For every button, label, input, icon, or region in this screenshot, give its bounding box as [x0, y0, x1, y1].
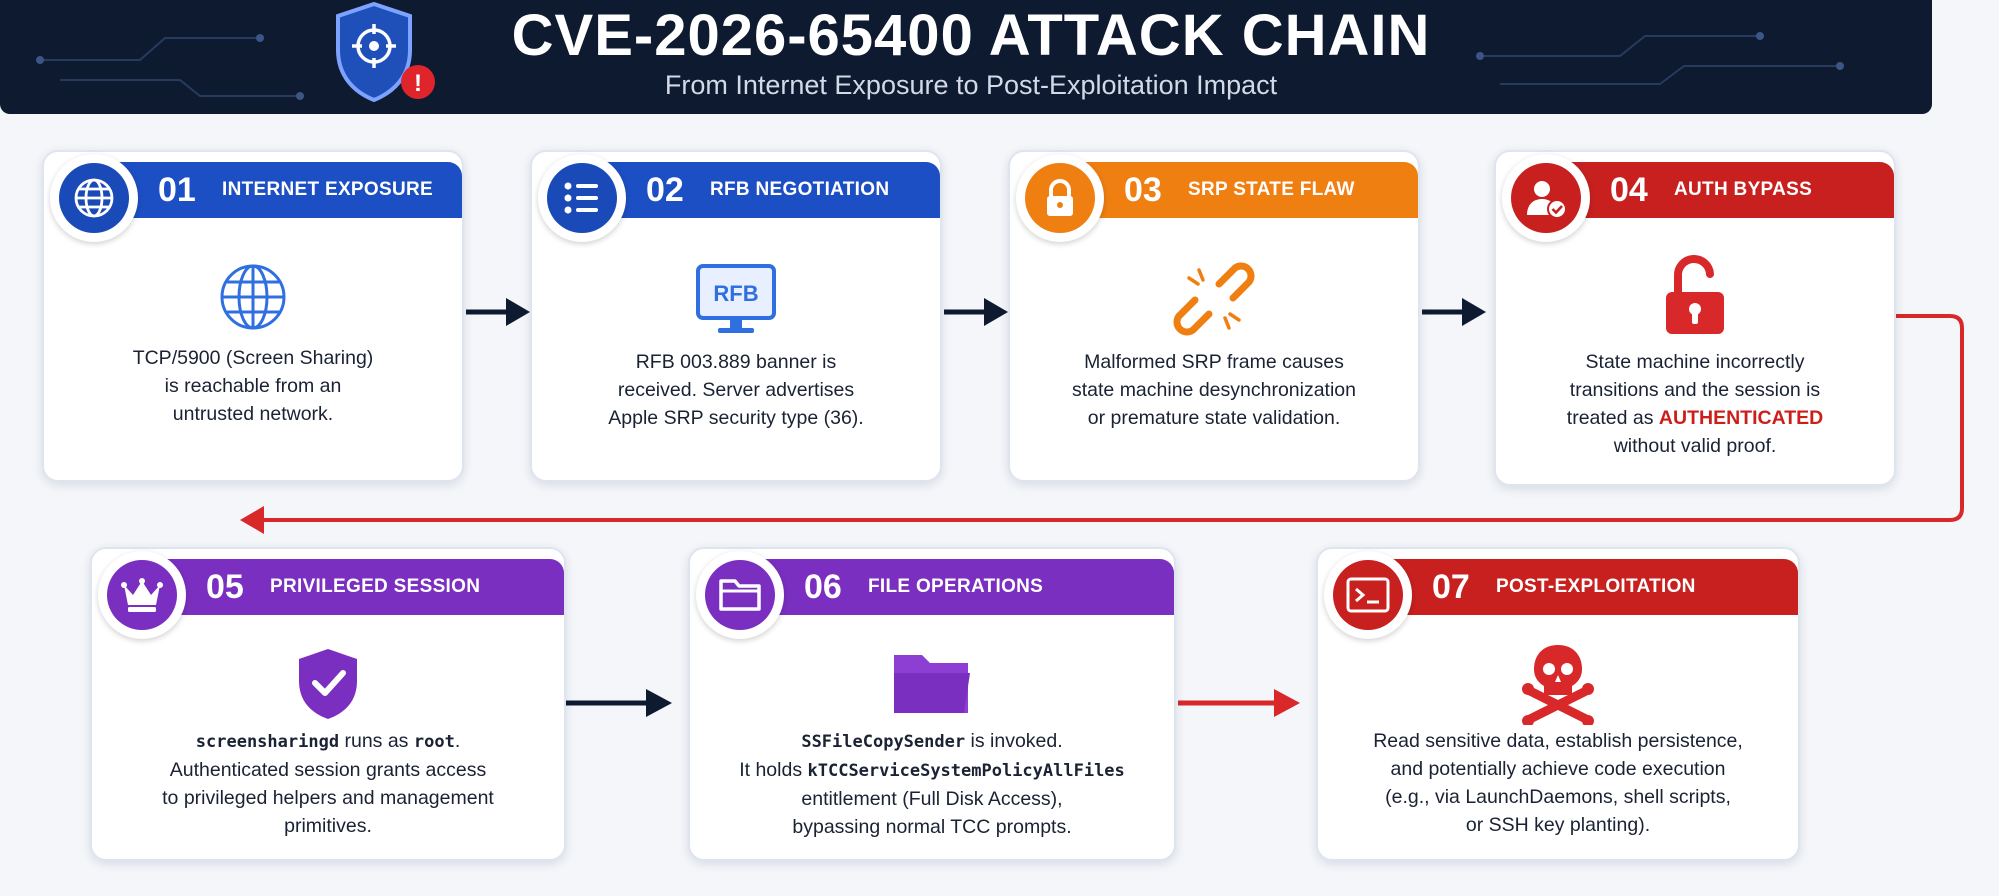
page-subtitle: From Internet Exposure to Post-Exploitat…	[664, 70, 1278, 100]
arrow-03-04	[1422, 298, 1486, 326]
skull-crossbones-icon	[1318, 641, 1798, 725]
monitor-rfb-icon: RFB	[532, 262, 940, 338]
step-card-07: 07 POST-EXPLOITATION Read sensitive data…	[1316, 547, 1800, 861]
step-description: Read sensitive data, establish persisten…	[1373, 730, 1743, 836]
step-header: 05 PRIVILEGED SESSION	[150, 559, 564, 615]
step-title: PRIVILEGED SESSION	[270, 576, 481, 597]
globe-icon	[59, 163, 129, 233]
step-badge	[98, 551, 186, 639]
arrow-05-06	[566, 689, 672, 717]
step-badge	[50, 154, 138, 242]
folder-icon	[690, 647, 1174, 719]
step-card-03: 03 SRP STATE FLAW Malformed SRP frame ca…	[1008, 150, 1420, 482]
arrow-02-03	[944, 298, 1008, 326]
step-description: TCP/5900 (Screen Sharing) is reachable f…	[132, 347, 374, 425]
arrow-06-07	[1178, 689, 1300, 717]
step-number: 04	[1610, 170, 1648, 209]
user-check-icon	[1511, 163, 1581, 233]
folder-icon	[705, 560, 775, 630]
step-number: 07	[1432, 567, 1470, 606]
step-header: 04 AUTH BYPASS	[1554, 162, 1894, 218]
step-badge	[538, 154, 626, 242]
step-description: SSFileCopySender is invoked. It holds kT…	[739, 730, 1125, 838]
step-title: FILE OPERATIONS	[868, 576, 1044, 597]
step-number: 05	[206, 567, 244, 606]
step-card-02: 02 RFB NEGOTIATION RFB RFB 003.889 banne…	[530, 150, 942, 482]
step-number: 01	[158, 170, 196, 209]
step-badge	[1324, 551, 1412, 639]
broken-chain-icon	[1010, 256, 1418, 342]
step-card-04: 04 AUTH BYPASS State machine incorrectly…	[1494, 150, 1896, 486]
shield-check-icon	[92, 645, 564, 723]
step-description: RFB 003.889 banner is received. Server a…	[608, 351, 864, 429]
step-header: 07 POST-EXPLOITATION	[1376, 559, 1798, 615]
step-header: 01 INTERNET EXPOSURE	[102, 162, 462, 218]
list-icon	[547, 163, 617, 233]
globe-icon	[44, 260, 462, 334]
monitor-label: RFB	[713, 281, 758, 306]
unlocked-padlock-icon	[1496, 252, 1894, 338]
step-badge	[1502, 154, 1590, 242]
step-badge	[696, 551, 784, 639]
crown-icon	[107, 560, 177, 630]
step-header: 02 RFB NEGOTIATION	[590, 162, 940, 218]
shield-icon: !	[336, 1, 435, 103]
return-path-arrow	[240, 314, 1964, 534]
step-number: 06	[804, 567, 842, 606]
authenticated-highlight: AUTHENTICATED	[1658, 407, 1824, 429]
step-number: 03	[1124, 170, 1162, 209]
step-title: INTERNET EXPOSURE	[222, 179, 433, 200]
step-card-06: 06 FILE OPERATIONS SSFileCopySender is i…	[688, 547, 1176, 861]
step-card-05: 05 PRIVILEGED SESSION screensharingd run…	[90, 547, 566, 861]
lock-icon	[1025, 163, 1095, 233]
step-number: 02	[646, 170, 684, 209]
step-title: AUTH BYPASS	[1674, 179, 1813, 200]
step-badge	[1016, 154, 1104, 242]
step-title: RFB NEGOTIATION	[710, 179, 890, 200]
step-title: SRP STATE FLAW	[1188, 179, 1355, 200]
step-description: screensharingd runs as root. Authenticat…	[162, 730, 494, 837]
arrow-01-02	[466, 298, 530, 326]
step-description: State machine incorrectly transitions an…	[1566, 351, 1824, 457]
header-banner: ! CVE-2026-65400 ATTACK CHAIN From Inter…	[0, 0, 1932, 114]
terminal-icon	[1333, 560, 1403, 630]
step-title: POST-EXPLOITATION	[1496, 576, 1696, 597]
step-header: 03 SRP STATE FLAW	[1068, 162, 1418, 218]
step-description: Malformed SRP frame causes state machine…	[1072, 351, 1356, 429]
circuit-decoration	[36, 32, 1844, 100]
alert-mark: !	[414, 70, 422, 97]
step-card-01: 01 INTERNET EXPOSURE TCP/5900 (Screen Sh…	[42, 150, 464, 482]
step-header: 06 FILE OPERATIONS	[748, 559, 1174, 615]
page-title: CVE-2026-65400 ATTACK CHAIN	[511, 3, 1431, 68]
